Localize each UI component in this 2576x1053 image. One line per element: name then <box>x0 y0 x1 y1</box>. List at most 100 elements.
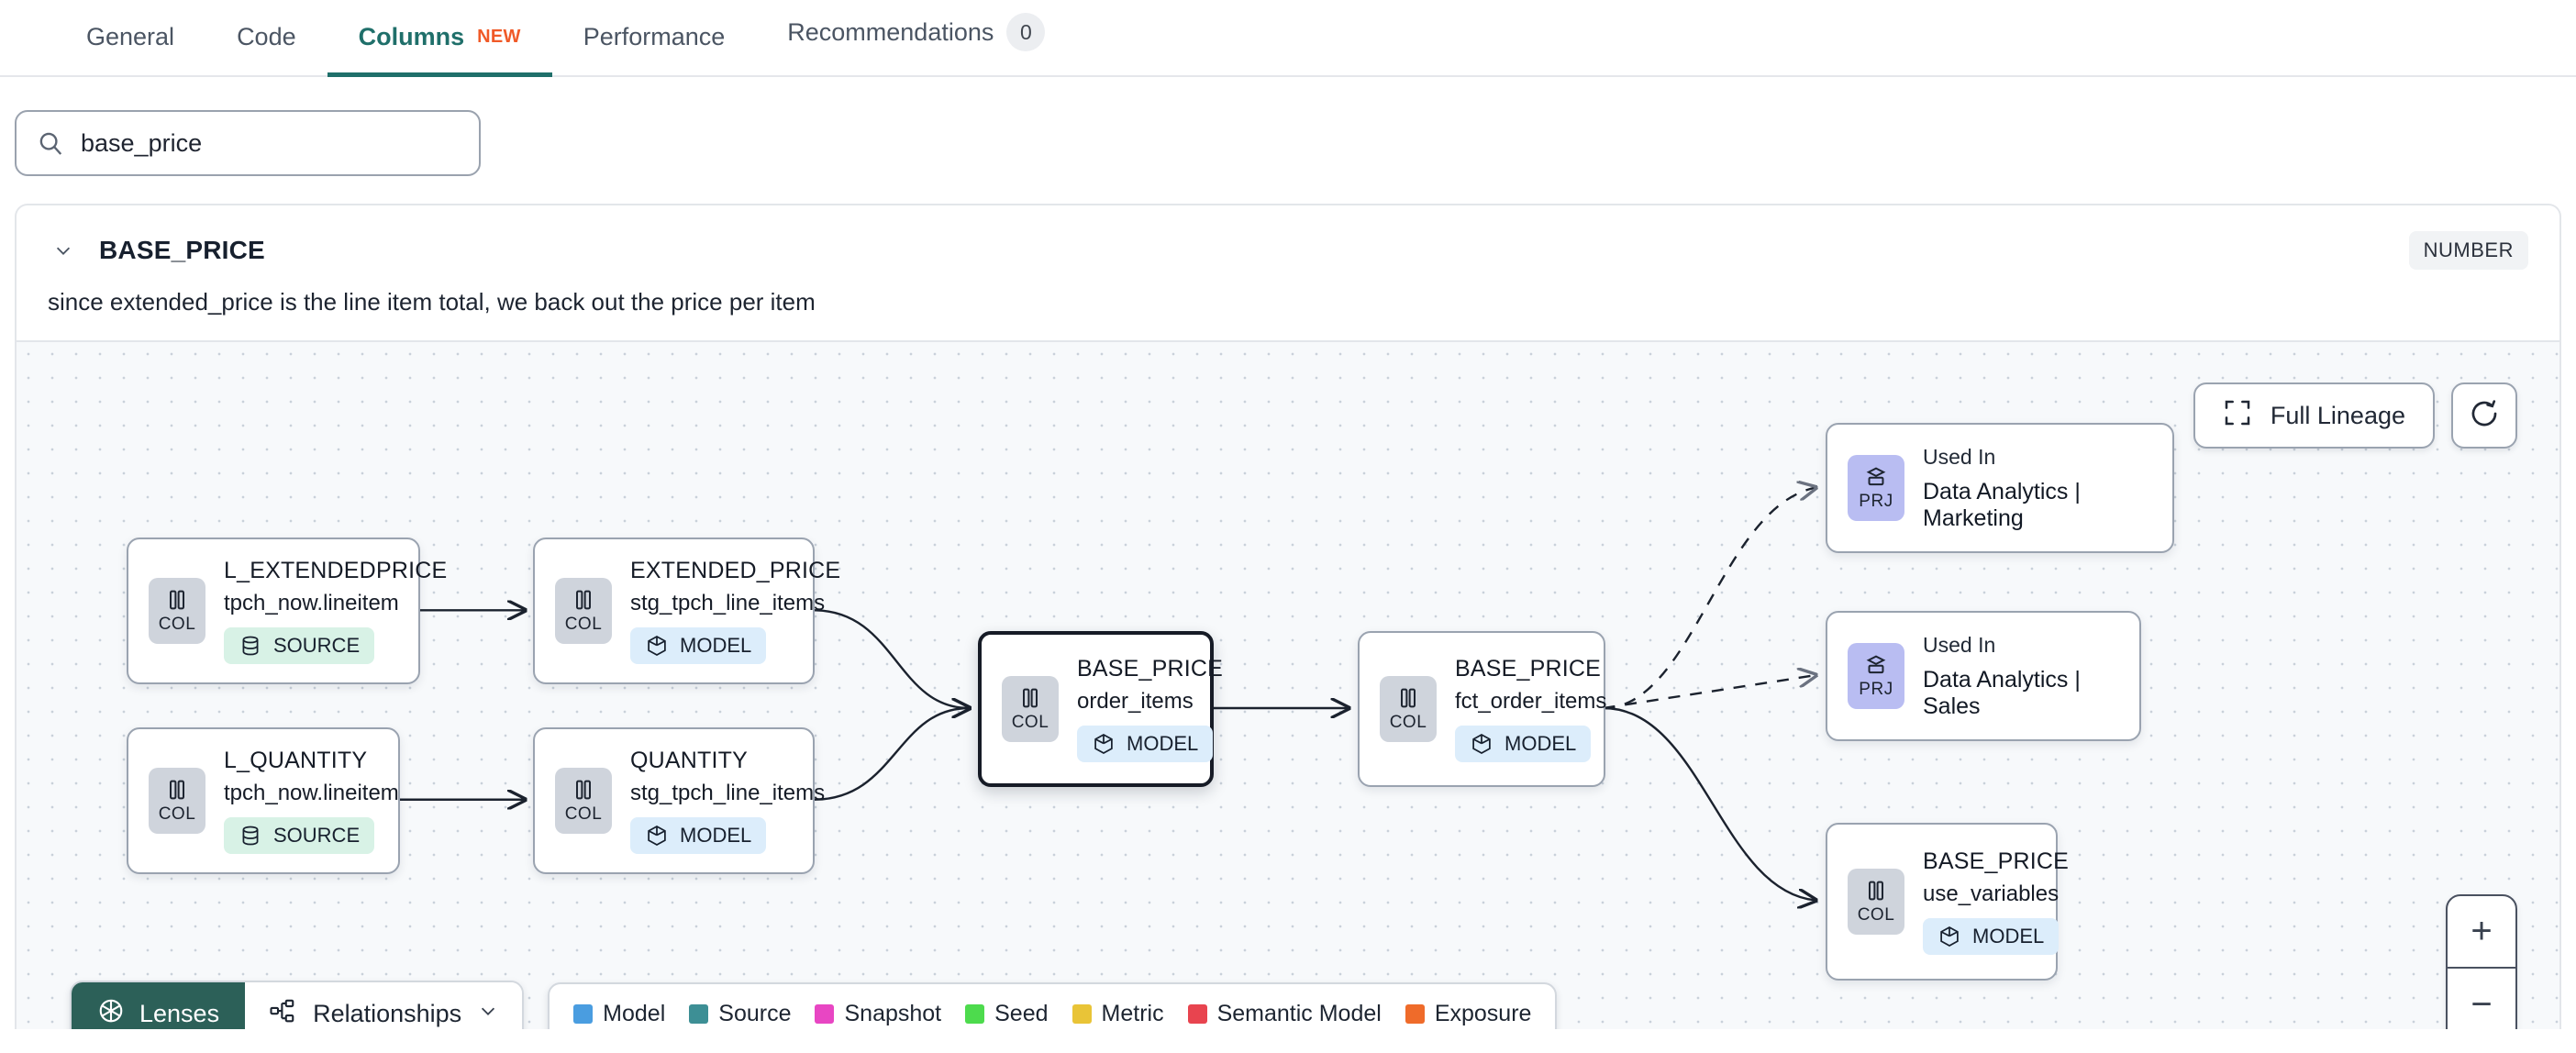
lineage-node-type-pill: SOURCE <box>224 627 375 664</box>
pill-label: SOURCE <box>273 634 361 657</box>
pill-label: MODEL <box>1505 732 1577 755</box>
lineage-legend: Model Source Snapshot Seed Metric Semantic Mo… <box>548 982 1558 1029</box>
legend-item-seed: Seed <box>965 1000 1049 1027</box>
tab-performance[interactable]: Performance <box>552 23 757 75</box>
lineage-node-name: EXTENDED_PRICE <box>630 558 841 583</box>
legend-item-model: Model <box>573 1001 665 1027</box>
cube-icon <box>1938 925 1961 948</box>
zoom-out-button[interactable]: − <box>2471 984 2493 1025</box>
legend-label: Source <box>718 1000 792 1026</box>
column-type-badge: NUMBER <box>2408 231 2528 270</box>
lineage-node-type-pill: SOURCE <box>224 817 375 854</box>
columns-icon <box>164 777 190 803</box>
cube-icon <box>1470 732 1493 756</box>
column-panel: BASE_PRICE NUMBER since extended_price i… <box>15 204 2561 1029</box>
column-badge-icon: COL <box>149 768 205 834</box>
legend-swatch <box>1187 1003 1207 1024</box>
canvas-controls: Full Lineage <box>2193 382 2517 449</box>
lenses-button[interactable]: Lenses <box>72 982 246 1029</box>
zoom-controls: + − <box>2446 894 2517 1029</box>
refresh-button[interactable] <box>2451 382 2517 449</box>
lineage-node-type-pill: MODEL <box>630 627 767 664</box>
tab-new-badge: NEW <box>477 27 521 47</box>
tab-label: General <box>86 23 175 50</box>
relationships-button[interactable]: Relationships <box>245 982 523 1030</box>
lineage-node-parent: stg_tpch_line_items <box>630 591 826 615</box>
canvas-bottom-toolbar: Lenses Relationships <box>70 981 1558 1030</box>
tab-recommendations[interactable]: Recommendations 0 <box>756 13 1076 75</box>
legend-label: Seed <box>994 1000 1049 1026</box>
badge-kind-label: COL <box>1857 905 1895 925</box>
column-badge-icon: COL <box>149 578 205 644</box>
lineage-node-parent: stg_tpch_line_items <box>630 781 826 805</box>
database-icon <box>239 824 262 848</box>
search-box[interactable] <box>15 110 481 176</box>
expand-icon <box>2223 398 2252 434</box>
columns-icon <box>164 587 190 613</box>
refresh-icon <box>2469 398 2500 434</box>
pill-label: MODEL <box>1972 925 2045 948</box>
badge-kind-label: PRJ <box>1859 680 1893 699</box>
lineage-node-parent: tpch_now.lineitem <box>224 781 399 805</box>
chevron-down-icon <box>478 1001 498 1026</box>
tab-count-badge: 0 <box>1006 13 1046 51</box>
column-badge-icon: COL <box>555 768 612 834</box>
legend-swatch <box>965 1003 985 1024</box>
pill-label: MODEL <box>680 824 752 847</box>
lineage-node-name: BASE_PRICE <box>1455 656 1602 682</box>
search-icon <box>37 129 64 157</box>
tab-code[interactable]: Code <box>205 23 328 75</box>
columns-icon <box>1395 685 1421 711</box>
badge-kind-label: COL <box>1011 713 1049 732</box>
legend-swatch <box>573 1003 594 1024</box>
legend-label: Snapshot <box>844 1000 942 1026</box>
project-icon <box>1863 464 1889 490</box>
zoom-in-button[interactable]: + <box>2448 896 2515 969</box>
column-badge-icon: COL <box>1848 869 1904 935</box>
search-input[interactable] <box>81 128 459 158</box>
lineage-node-type-pill: MODEL <box>630 817 767 854</box>
columns-icon <box>571 587 596 613</box>
pill-label: MODEL <box>1127 732 1199 755</box>
lineage-node-parent: order_items <box>1077 689 1194 714</box>
column-badge-icon: COL <box>555 578 612 644</box>
relationships-label: Relationships <box>313 999 462 1027</box>
chevron-down-icon[interactable] <box>48 235 79 266</box>
lineage-node-parent: fct_order_items <box>1455 689 1607 714</box>
legend-item-semantic-model: Semantic Model <box>1187 1001 1382 1027</box>
legend-label: Exposure <box>1434 1000 1532 1026</box>
tab-label: Performance <box>583 23 726 50</box>
cube-icon <box>1092 732 1116 756</box>
lineage-node-name: BASE_PRICE <box>1077 656 1224 682</box>
lineage-node-name: L_QUANTITY <box>224 748 368 773</box>
project-name: Data Analytics | Marketing <box>1923 478 2081 531</box>
full-lineage-button[interactable]: Full Lineage <box>2193 382 2435 449</box>
project-badge-icon: PRJ <box>1848 455 1904 521</box>
columns-icon <box>1017 685 1043 711</box>
legend-label: Metric <box>1101 1000 1164 1026</box>
project-icon <box>1863 652 1889 678</box>
lineage-edges <box>399 342 2559 1029</box>
hierarchy-icon <box>269 997 296 1030</box>
tab-general[interactable]: General <box>55 23 205 75</box>
tab-label: Recommendations <box>787 17 994 46</box>
lenses-group: Lenses Relationships <box>70 981 525 1030</box>
search-area <box>0 77 2576 204</box>
